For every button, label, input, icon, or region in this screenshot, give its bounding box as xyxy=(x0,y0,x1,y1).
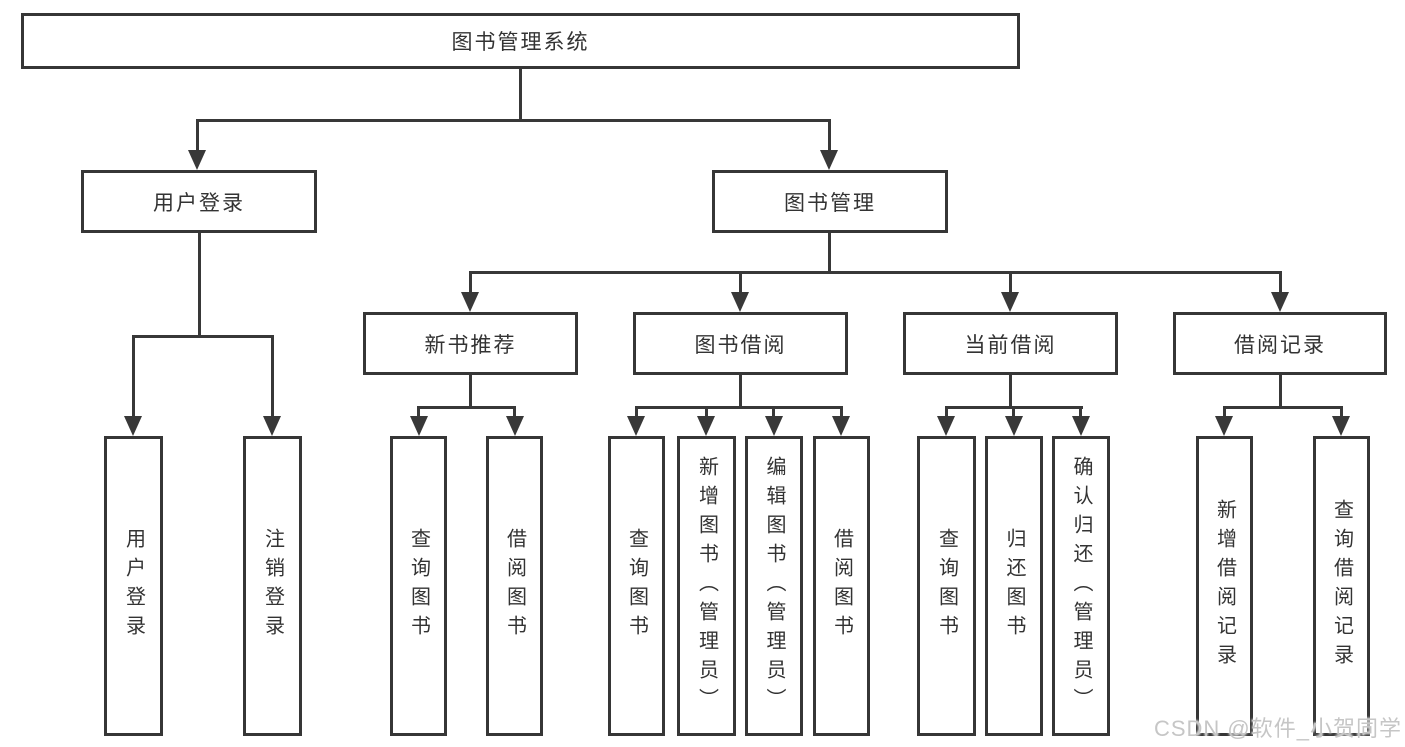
connector-borrow-record-stem xyxy=(1279,375,1282,409)
connector-to-borrow-record xyxy=(1279,271,1282,294)
node-current-borrowing-label: 当前借阅 xyxy=(964,333,1057,357)
node-new-book-recommendation: 新书推荐 xyxy=(363,312,578,375)
connector-br-leaf1 xyxy=(1223,406,1226,418)
connector-to-user-login xyxy=(196,119,199,152)
node-borrowing-records-label: 借阅记录 xyxy=(1234,333,1326,357)
connector-to-new-book xyxy=(469,271,472,294)
connector-user-login-stem xyxy=(198,233,201,337)
leaf-br-add-record: 新增借阅记录 xyxy=(1196,436,1253,736)
leaf-br-query-record: 查询借阅记录 xyxy=(1313,436,1370,736)
leaf-logout-label: 注销登录 xyxy=(261,528,284,644)
leaf-bb-query-books: 查询图书 xyxy=(608,436,665,736)
node-book-borrowing: 图书借阅 xyxy=(633,312,848,375)
connector-user-login-split xyxy=(132,335,274,338)
arrowhead-to-new-book xyxy=(461,292,479,312)
connector-to-book-mgmt xyxy=(828,119,831,152)
connector-to-current-borrow xyxy=(1009,271,1012,294)
leaf-cb-confirm-return-admin-label: 确认归还（管理员） xyxy=(1070,455,1092,717)
leaf-bb-borrow-books: 借阅图书 xyxy=(813,436,870,736)
arrowhead-to-borrow-record xyxy=(1271,292,1289,312)
connector-nb-leaf1 xyxy=(417,406,420,418)
leaf-nb-query-books: 查询图书 xyxy=(390,436,447,736)
leaf-bb-query-books-label: 查询图书 xyxy=(625,528,648,644)
connector-book-borrow-stem xyxy=(739,375,742,409)
arrowhead-to-book-mgmt xyxy=(820,150,838,170)
arrowhead-cb-leaf2 xyxy=(1005,416,1023,436)
leaf-bb-add-books-admin-label: 新增图书（管理员） xyxy=(695,455,718,717)
leaf-bb-edit-books-admin-label: 编辑图书（管理员） xyxy=(763,455,785,717)
connector-borrow-record-split xyxy=(1223,406,1343,409)
leaf-cb-return-books: 归还图书 xyxy=(985,436,1043,736)
connector-new-book-stem xyxy=(469,375,472,409)
arrowhead-bb-leaf3 xyxy=(765,416,783,436)
node-root: 图书管理系统 xyxy=(21,13,1020,69)
node-new-book-recommendation-label: 新书推荐 xyxy=(424,333,517,357)
leaf-nb-borrow-books: 借阅图书 xyxy=(486,436,543,736)
connector-to-leaf-logout xyxy=(271,335,274,418)
arrowhead-bb-leaf2 xyxy=(697,416,715,436)
connector-new-book-split xyxy=(417,406,516,409)
leaf-bb-edit-books-admin: 编辑图书（管理员） xyxy=(745,436,803,736)
node-current-borrowing: 当前借阅 xyxy=(903,312,1118,375)
connector-bb-leaf2 xyxy=(705,406,708,418)
connector-to-book-borrow xyxy=(739,271,742,294)
arrowhead-nb-leaf2 xyxy=(506,416,524,436)
leaf-bb-add-books-admin: 新增图书（管理员） xyxy=(677,436,736,736)
arrowhead-to-leaf-logout xyxy=(263,416,281,436)
arrowhead-to-user-login xyxy=(188,150,206,170)
connector-root-stem xyxy=(519,69,522,122)
connector-bb-leaf3 xyxy=(772,406,775,418)
arrowhead-to-current-borrow xyxy=(1001,292,1019,312)
arrowhead-br-leaf1 xyxy=(1215,416,1233,436)
node-user-login-label: 用户登录 xyxy=(153,191,245,215)
node-borrowing-records: 借阅记录 xyxy=(1173,312,1387,375)
leaf-nb-query-books-label: 查询图书 xyxy=(407,528,430,644)
arrowhead-bb-leaf1 xyxy=(627,416,645,436)
arrowhead-cb-leaf3 xyxy=(1072,416,1090,436)
arrowhead-bb-leaf4 xyxy=(832,416,850,436)
leaf-bb-borrow-books-label: 借阅图书 xyxy=(830,528,853,644)
connector-bb-leaf1 xyxy=(635,406,638,418)
leaf-br-add-record-label: 新增借阅记录 xyxy=(1213,499,1236,673)
leaf-cb-query-books-label: 查询图书 xyxy=(935,528,958,644)
connector-book-mgmt-stem xyxy=(828,233,831,274)
connector-cb-leaf2 xyxy=(1012,406,1015,418)
leaf-user-login-label: 用户登录 xyxy=(122,528,145,644)
leaf-logout: 注销登录 xyxy=(243,436,302,736)
connector-root-split xyxy=(196,119,831,122)
arrowhead-to-book-borrow xyxy=(731,292,749,312)
csdn-watermark: CSDN @软件_小贺同学 xyxy=(1153,716,1402,741)
node-root-label: 图书管理系统 xyxy=(451,31,590,54)
connector-bb-leaf4 xyxy=(840,406,843,418)
leaf-user-login: 用户登录 xyxy=(104,436,163,736)
leaf-br-query-record-label: 查询借阅记录 xyxy=(1330,499,1353,673)
arrowhead-br-leaf2 xyxy=(1332,416,1350,436)
arrowhead-nb-leaf1 xyxy=(410,416,428,436)
leaf-cb-query-books: 查询图书 xyxy=(917,436,976,736)
connector-nb-leaf2 xyxy=(513,406,516,418)
arrowhead-cb-leaf1 xyxy=(937,416,955,436)
arrowhead-to-leaf-login xyxy=(124,416,142,436)
connector-br-leaf2 xyxy=(1340,406,1343,418)
connector-book-mgmt-split xyxy=(469,271,1282,274)
node-user-login: 用户登录 xyxy=(81,170,317,233)
leaf-cb-confirm-return-admin: 确认归还（管理员） xyxy=(1052,436,1110,736)
leaf-nb-borrow-books-label: 借阅图书 xyxy=(503,528,526,644)
node-book-management: 图书管理 xyxy=(712,170,948,233)
connector-cb-leaf1 xyxy=(945,406,948,418)
connector-to-leaf-login xyxy=(132,335,135,418)
leaf-cb-return-books-label: 归还图书 xyxy=(1003,528,1025,644)
connector-current-borrow-stem xyxy=(1009,375,1012,409)
node-book-borrowing-label: 图书借阅 xyxy=(694,333,787,357)
node-book-management-label: 图书管理 xyxy=(784,191,876,215)
connector-cb-leaf3 xyxy=(1079,406,1082,418)
connector-book-borrow-split xyxy=(635,406,843,409)
